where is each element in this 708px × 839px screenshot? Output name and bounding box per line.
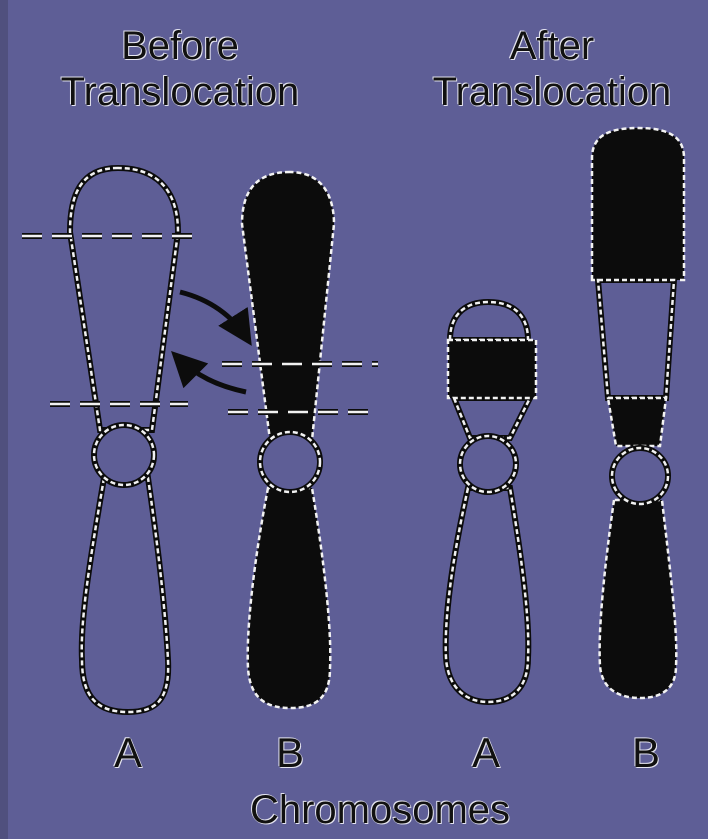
after-b-lower-arm xyxy=(600,500,677,698)
before-chromosome-b xyxy=(242,172,334,708)
chromosome-a-break-lines xyxy=(22,236,196,404)
footer-chromosomes: Chromosomes xyxy=(180,790,580,830)
after-b-lower-black-segment xyxy=(608,398,666,446)
label-after-a: A xyxy=(466,732,506,774)
label-after-b: B xyxy=(626,732,666,774)
label-before-b: B xyxy=(270,732,310,774)
exchange-arrows xyxy=(176,292,248,392)
after-a-upper-arm xyxy=(454,398,530,438)
heading-before-line2: Translocation xyxy=(60,72,300,112)
heading-after-line1: After xyxy=(402,26,702,66)
after-b-top-black-segment xyxy=(592,128,684,280)
heading-after: After Translocation xyxy=(402,26,702,112)
heading-after-line2: Translocation xyxy=(402,72,702,112)
heading-before: Before Translocation xyxy=(60,26,300,112)
heading-before-line1: Before xyxy=(60,26,300,66)
left-edge-strip xyxy=(0,0,8,839)
chromosome-a-lower-arm xyxy=(82,478,168,712)
chromosome-a-upper-arm xyxy=(70,168,178,430)
after-b-translocated-segment xyxy=(598,280,674,398)
after-a-translocated-segment xyxy=(448,340,536,398)
after-a-lower-arm xyxy=(446,488,529,702)
chromosome-b-upper-arm xyxy=(242,172,334,440)
after-a-cap xyxy=(450,302,528,340)
chromosome-b-lower-arm xyxy=(248,488,331,708)
after-chromosome-b xyxy=(592,128,684,698)
arrow-a-to-b xyxy=(180,292,248,340)
label-before-a: A xyxy=(108,732,148,774)
after-chromosome-a xyxy=(446,302,536,702)
before-chromosome-a xyxy=(70,168,178,712)
